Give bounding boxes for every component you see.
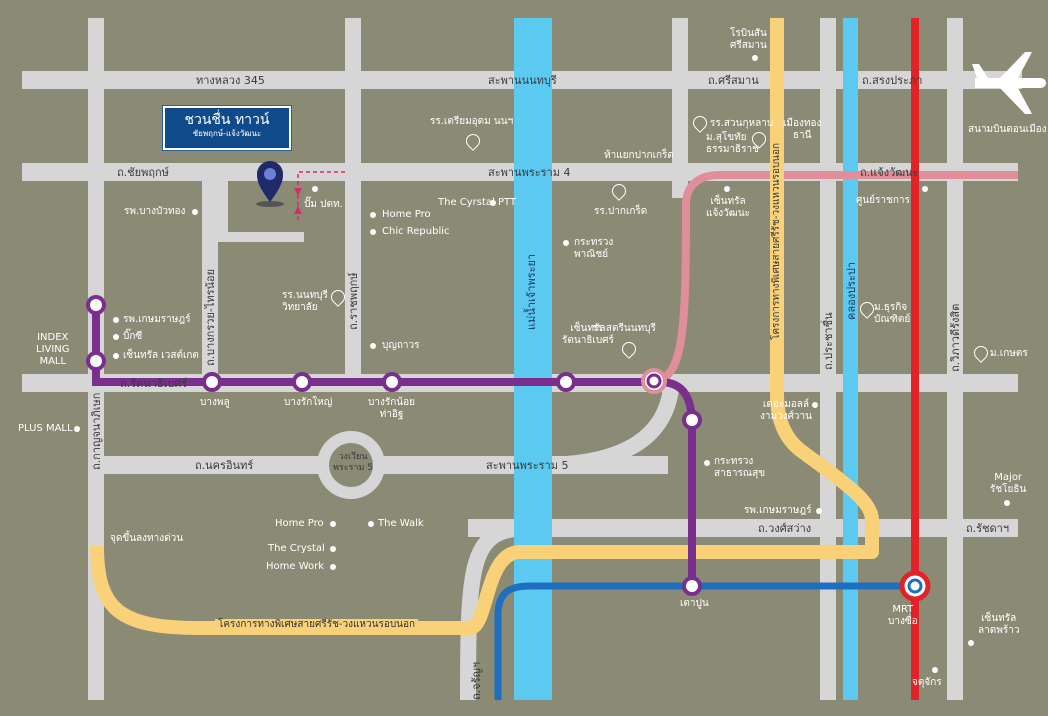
road-curve-charan	[460, 520, 531, 701]
place-nonthaburi-college: รร.นนทบุรี วิทยาลัย	[282, 290, 328, 313]
place-plus-mall: PLUS MALL	[18, 423, 73, 434]
place-the-crystal: The Crystal	[268, 543, 325, 554]
airplane-icon	[972, 52, 1046, 114]
place-home-work: Home Work	[266, 561, 325, 572]
station-bangphlu: บางพลู	[200, 397, 230, 408]
place-kasetsart: ม.เกษตร	[990, 348, 1028, 359]
place-stou: ม.สุโขทัย ธรรมาธิราช	[706, 132, 759, 155]
red-line	[911, 18, 919, 700]
place-triam-udom: รร.เตรียมอุดม นนฯ	[430, 116, 514, 127]
place-ha-yaek: ห้าแยกปากเกร็ด	[604, 150, 674, 161]
label-bridge-rama4: สะพานพระราม 4	[488, 166, 571, 179]
label-expressway-start: จุดขึ้นลงทางด่วน	[110, 533, 184, 544]
place-crystal-ptt: The Cyrstal PTT	[438, 197, 517, 208]
place-index-living-mall: INDEX LIVING MALL	[36, 332, 70, 367]
place-the-walk: The Walk	[378, 518, 424, 529]
place-central-ladprao: เซ็นทรัล ลาดพร้าว	[978, 613, 1020, 636]
place-donmuang: สนามบินดอนเมือง	[968, 124, 1047, 135]
place-suankularb: รร.สวนกุหลาบ	[710, 118, 774, 129]
label-prachachuen: ถ.ประชาชื่น	[822, 312, 835, 370]
place-ptt: ปั๊ม ปตท.	[304, 199, 343, 210]
place-central-rattanathibet: เซ็นทรัล รัตนาธิเบศร์	[562, 323, 614, 346]
place-bigc: บิ๊กซี	[123, 331, 143, 342]
label-expressway-bottom: โครงการทางพิเศษสายศรีรัช-วงแหวนรอบนอก	[215, 619, 419, 631]
label-circle-rama5: วงเวียน พระราม 5	[333, 452, 374, 473]
label-expressway-vertical: โครงการทางพิเศษสายศรีรัช-วงแหวนรอบนอก	[771, 142, 782, 340]
place-government-center: ศูนย์ราชการ	[856, 195, 910, 206]
label-chaiyaphruek: ถ.ชัยพฤกษ์	[117, 166, 169, 179]
place-chatuchak: จตุจักร	[912, 677, 942, 688]
place-homepro-2: Home Pro	[275, 518, 324, 529]
station-taopoon: เตาปูน	[680, 598, 709, 609]
place-homepro-1: Home Pro	[382, 209, 431, 220]
label-kanchanaphisek: ถ.กาญจนาภิเษก	[90, 392, 103, 470]
place-chic-republic: Chic Republic	[382, 226, 450, 237]
place-kasemrad-1: รพ.เกษมราษฎร์	[123, 314, 191, 325]
place-westgate: เซ็นทรัล เวสต์เกต	[123, 350, 199, 361]
place-dpu: ม.ธุรกิจ บัณฑิตย์	[874, 302, 911, 325]
place-bangbuathong-hospital: รพ.บางบัวทอง	[124, 206, 186, 217]
label-ratchaphruek: ถ.ราชพฤกษ์	[347, 272, 360, 330]
label-chao-phraya: แม่น้ำเจ้าพระยา	[525, 253, 538, 330]
blue-line	[494, 582, 916, 700]
label-songprapa: ถ.สรงประภา	[862, 74, 923, 87]
label-charan: ถ.จรัญฯ	[470, 661, 483, 700]
brand-name: ชวนชื่น ทาวน์	[184, 112, 270, 128]
station-bangraknoi: บางรักน้อย ท่าอิฐ	[368, 397, 415, 420]
brand-subtitle: ชัยพฤกษ์-แจ้งวัฒนะ	[192, 129, 262, 138]
place-muangthong: เมืองทอง ธานี	[783, 118, 822, 141]
label-wong-sawang: ถ.วงศ์สว่าง	[758, 522, 812, 535]
place-boonthavorn: บุญถาวร	[382, 340, 420, 351]
place-the-mall-ngamwongwan: เดอะมอลล์ งามวงศ์วาน	[760, 399, 813, 422]
label-ratchada: ถ.รัชดาฯ	[966, 522, 1010, 535]
label-nakhon-in: ถ.นครอินทร์	[195, 459, 254, 472]
label-vibhavadi: ถ.วิภาวดีรังสิต	[949, 303, 962, 372]
place-health-ministry: กระทรวง สาธารณสุข	[714, 456, 766, 479]
khlong-prapa	[843, 18, 858, 700]
station-mrt-bangsue: MRT บางซื่อ	[888, 604, 918, 627]
pink-line	[651, 171, 1018, 385]
place-central-chaengwattana: เซ็นทรัล แจ้งวัฒนะ	[706, 196, 751, 219]
label-khlong-prapa: คลองประปา	[845, 261, 858, 320]
label-bridge-rama5: สะพานพระราม 5	[486, 459, 569, 472]
yellow-expressway	[90, 18, 879, 635]
place-satree-school: รร.สตรีนนทบุรี	[592, 323, 656, 334]
label-bridge-nonthaburi: สะพานนนทบุรี	[488, 74, 557, 87]
place-kasemrad-2: รพ.เกษมราษฎร์	[744, 505, 812, 516]
label-chaengwattana: ถ.แจ้งวัฒนะ	[860, 166, 919, 179]
station-bangrakyai: บางรักใหญ่	[284, 397, 333, 408]
place-commerce-ministry: กระทรวง พาณิชย์	[574, 237, 614, 260]
label-bangkruai-sainoi: ถ.บางกรวย-ไทรน้อย	[204, 268, 217, 366]
purple-stations	[86, 295, 702, 596]
road-curve-rama5	[539, 373, 680, 473]
label-hwy345: ทางหลวง 345	[196, 74, 265, 87]
location-pin-icon	[256, 161, 284, 207]
project-brand-box: ชวนชื่น ทาวน์ ชัยพฤกษ์-แจ้งวัฒนะ	[163, 106, 291, 150]
label-rattanathibet: ถ.รัตนาธิเบศร์	[120, 377, 188, 390]
place-robinson: โรบินสัน ศรีสมาน	[730, 28, 767, 51]
chao-phraya-river	[514, 18, 552, 700]
place-pakkret-school: รร.ปากเกร็ด	[594, 206, 648, 217]
place-major-ratchayothin: Major รัชโยธิน	[990, 472, 1027, 495]
label-sri-saman: ถ.ศรีสมาน	[708, 74, 759, 87]
route-dashed	[297, 171, 345, 220]
